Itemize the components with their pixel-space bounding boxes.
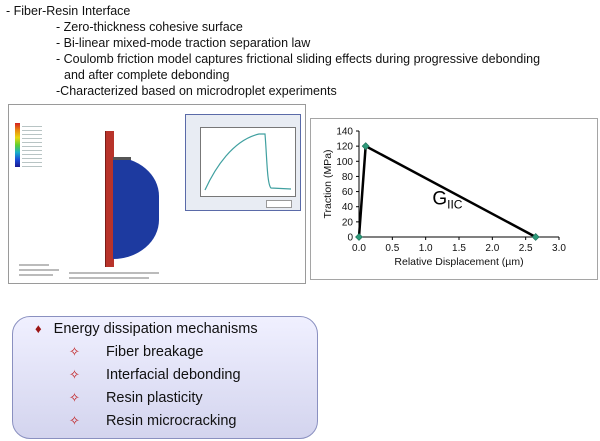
- mechanism-item: ✧ Resin microcracking: [69, 413, 236, 429]
- mechanism-label: Fiber breakage: [105, 344, 204, 360]
- star-bullet-icon: ✧: [69, 344, 80, 359]
- blade-stub: [113, 157, 131, 160]
- detail-friction-model: - Coulomb friction model captures fricti…: [56, 52, 541, 66]
- fracture-energy-annotation: GIIC: [432, 188, 462, 211]
- x-tick-label: 0.5: [385, 243, 399, 254]
- x-tick-label: 1.0: [419, 243, 433, 254]
- y-tick-label: 100: [336, 157, 353, 168]
- detail-characterization: -Characterized based on microdroplet exp…: [56, 84, 337, 98]
- inset-legend: [266, 200, 292, 208]
- diamond-bullet-icon: ♦: [35, 321, 42, 336]
- traction-separation-line: [357, 144, 537, 239]
- x-tick-label: 2.5: [519, 243, 533, 254]
- detail-cohesive-surface: - Zero-thickness cohesive surface: [56, 20, 243, 34]
- energy-dissipation-panel: ♦ Energy dissipation mechanisms ✧ Fiber …: [12, 316, 318, 439]
- data-point-marker: [355, 233, 363, 241]
- detail-traction-law: - Bi-linear mixed-mode traction separati…: [56, 36, 311, 50]
- star-bullet-icon: ✧: [69, 413, 80, 428]
- x-tick-label: 2.0: [485, 243, 499, 254]
- caption-line: [19, 269, 59, 271]
- caption-line: [19, 264, 49, 266]
- mechanism-item: ✧ Interfacial debonding: [69, 367, 241, 383]
- inset-plot: [200, 127, 296, 197]
- x-axis-label: Relative Displacement (µm): [394, 256, 523, 268]
- inset-curve: [204, 133, 292, 191]
- data-point-marker: [531, 233, 540, 241]
- y-axis-label: Traction (MPa): [322, 149, 334, 218]
- star-bullet-icon: ✧: [69, 367, 80, 382]
- y-tick-label: 20: [342, 217, 354, 228]
- force-displacement-inset: [185, 114, 301, 211]
- caption-line: [69, 277, 149, 279]
- interface-description: - Fiber-Resin Interface - Zero-thickness…: [6, 3, 540, 99]
- contour-legend-bar: [15, 123, 20, 167]
- mechanism-item: ✧ Fiber breakage: [69, 344, 203, 360]
- panel-title-row: ♦ Energy dissipation mechanisms: [35, 321, 258, 337]
- data-point-marker: [361, 142, 370, 151]
- y-tick-label: 120: [336, 142, 353, 153]
- x-tick-label: 3.0: [552, 243, 566, 254]
- panel-title: Energy dissipation mechanisms: [53, 321, 258, 337]
- x-tick-label: 0.0: [352, 243, 366, 254]
- y-tick-label: 0: [347, 233, 353, 244]
- simulation-screenshot: [8, 104, 306, 284]
- mechanism-label: Interfacial debonding: [105, 367, 241, 383]
- y-tick-label: 80: [342, 172, 354, 183]
- chart-svg: 0 20 40 60 80 100 120 140 0.0 0.5 1.0 1.5 2.0 2.5 3.0R…: [322, 127, 566, 269]
- detail-friction-model-cont: and after complete debonding: [64, 68, 230, 82]
- contour-legend-values: [22, 123, 42, 167]
- y-tick-label: 60: [342, 187, 354, 198]
- fiber-model: [105, 131, 114, 267]
- interface-heading: - Fiber-Resin Interface: [6, 4, 131, 18]
- y-tick-label: 140: [336, 127, 353, 138]
- y-tick-label: 40: [342, 202, 354, 213]
- caption-line: [19, 274, 53, 276]
- mechanism-label: Resin microcracking: [105, 413, 237, 429]
- resin-droplet-model: [113, 157, 159, 259]
- mechanism-item: ✧ Resin plasticity: [69, 390, 203, 406]
- mechanism-label: Resin plasticity: [105, 390, 203, 406]
- x-tick-label: 1.5: [452, 243, 466, 254]
- caption-line: [69, 272, 159, 274]
- star-bullet-icon: ✧: [69, 390, 80, 405]
